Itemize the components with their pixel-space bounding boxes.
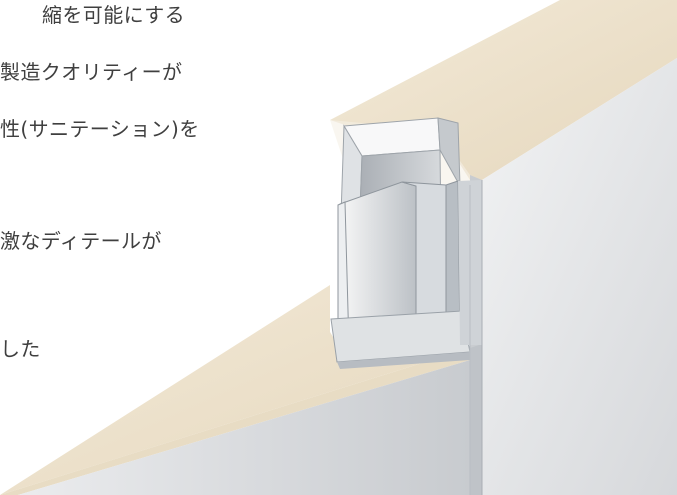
page-canvas: 縮を可能にする 製造クオリティーが 性(サニテーション)を 激なディテールが し… — [0, 0, 677, 495]
panel-joint-illustration — [0, 0, 677, 495]
